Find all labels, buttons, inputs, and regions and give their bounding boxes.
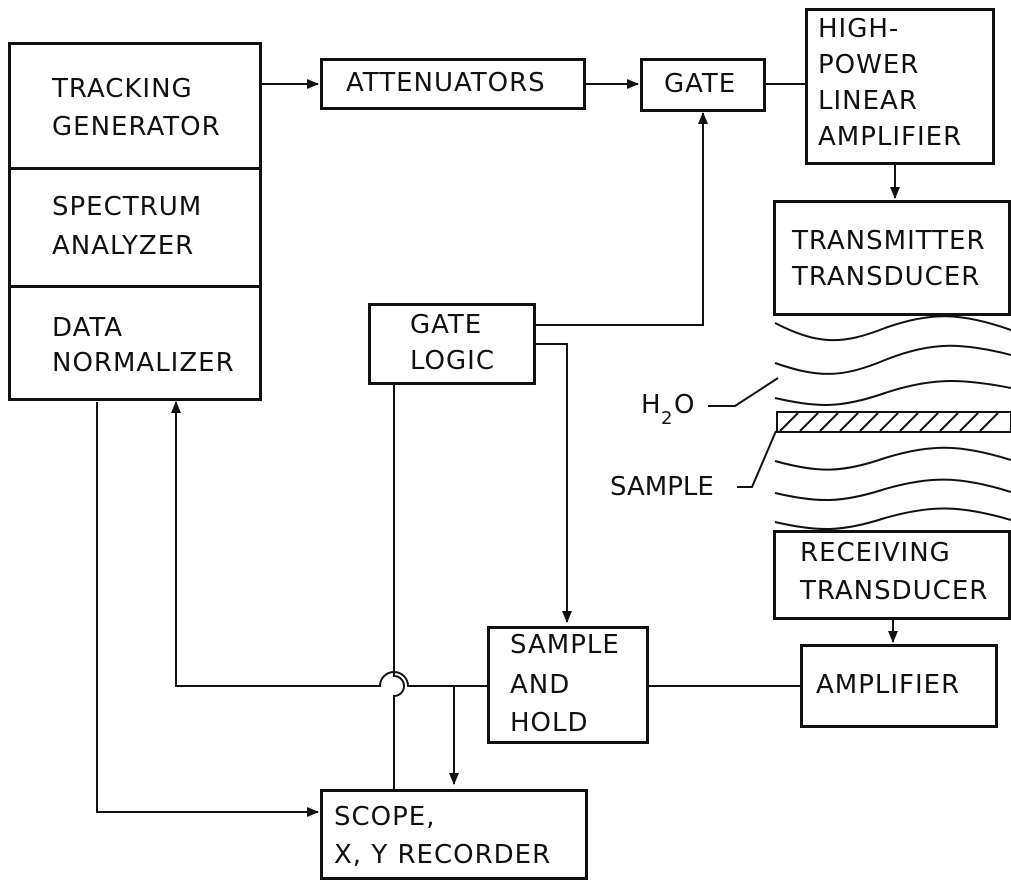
receiving-transducer-line2: TRANSDUCER	[800, 574, 988, 608]
wire-normalizer-to-scope	[97, 402, 318, 812]
wire-gatelogic-to-scope	[394, 384, 404, 790]
sample-label: SAMPLE	[610, 470, 714, 504]
tracking-generator-box	[8, 42, 262, 170]
water-label-h: H	[641, 388, 661, 422]
transmitter-transducer-line2: TRANSDUCER	[792, 260, 980, 294]
transmitter-transducer-line1: TRANSMITTER	[792, 224, 986, 258]
water-label-subscript: 2	[661, 402, 672, 436]
sample-and-hold-line1: SAMPLE	[510, 628, 620, 662]
tracking-generator-line2: GENERATOR	[52, 110, 221, 144]
data-normalizer-line1: DATA	[52, 311, 123, 345]
sample-slab	[777, 412, 1011, 432]
wire-gatelogic-to-samplehold	[535, 344, 567, 622]
sample-and-hold-line3: HOLD	[510, 706, 589, 740]
transmitter-transducer-box	[773, 200, 1011, 316]
data-normalizer-box	[8, 285, 262, 401]
amplifier-label: AMPLIFIER	[816, 668, 960, 702]
spectrum-analyzer-box	[8, 167, 262, 288]
high-power-amplifier-line2: POWER	[818, 48, 919, 82]
spectrum-analyzer-line1: SPECTRUM	[52, 190, 202, 224]
tracking-generator-line1: TRACKING	[52, 72, 193, 106]
high-power-amplifier-line4: AMPLIFIER	[818, 120, 962, 154]
wire-samplehold-to-normalizer	[176, 402, 487, 686]
sample-leader-line	[737, 431, 776, 487]
high-power-amplifier-line3: LINEAR	[818, 84, 918, 118]
data-normalizer-line2: NORMALIZER	[52, 346, 235, 380]
h2o-leader-line	[708, 378, 778, 406]
wire-gatelogic-to-gate	[535, 113, 703, 325]
receiving-transducer-line1: RECEIVING	[800, 536, 951, 570]
spectrum-analyzer-line2: ANALYZER	[52, 229, 194, 263]
gate-label: GATE	[664, 67, 736, 101]
scope-recorder-line1: SCOPE,	[334, 800, 436, 834]
water-label-o: O	[674, 388, 694, 422]
gate-logic-line2: LOGIC	[410, 344, 495, 378]
high-power-amplifier-line1: HIGH-	[818, 12, 899, 46]
attenuators-label: ATTENUATORS	[346, 66, 546, 100]
scope-recorder-line2: X, Y RECORDER	[334, 838, 551, 872]
sample-and-hold-line2: AND	[510, 668, 570, 702]
gate-logic-line1: GATE	[410, 308, 482, 342]
